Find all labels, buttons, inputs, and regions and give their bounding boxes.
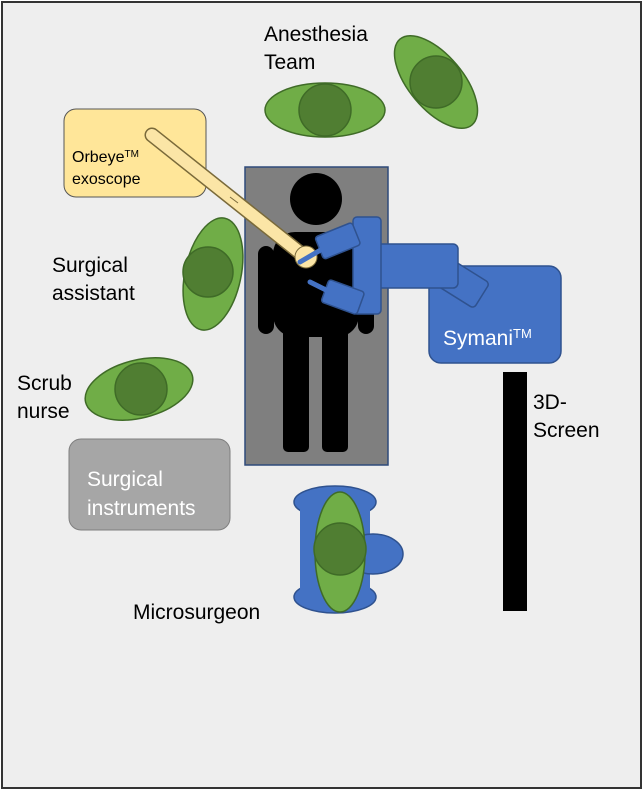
microsurgeon-icon <box>313 491 367 613</box>
anesthesia-team-member-2-icon <box>393 34 479 130</box>
orbeye-exoscope-label-line2: exoscope <box>72 171 141 188</box>
anesthesia-team-member-1-icon <box>264 82 386 138</box>
3d-screen-label-line1: 3D- <box>533 391 567 414</box>
symani-robot-icon <box>297 216 562 364</box>
symani-label: SymaniTM <box>443 326 532 351</box>
surgical-instruments-label-line2: instruments <box>87 497 196 520</box>
microsurgeon-label: Microsurgeon <box>133 601 260 624</box>
3d-screen-label-line2: Screen <box>533 419 600 442</box>
anesthesia-team-label-line2: Team <box>264 51 315 74</box>
surgical-assistant-icon <box>182 217 244 331</box>
scrub-nurse-label-line2: nurse <box>17 400 70 423</box>
surgical-instruments-table <box>68 438 231 531</box>
surgical-assistant-label-line1: Surgical <box>52 254 128 277</box>
scrub-nurse-icon <box>84 357 194 421</box>
orbeye-exoscope-box <box>63 108 207 198</box>
scrub-nurse-label-line1: Scrub <box>17 372 72 395</box>
anesthesia-team-label-line1: Anesthesia <box>264 23 368 46</box>
orbeye-exoscope-label: OrbeyeTM <box>72 149 139 167</box>
surgical-assistant-label-line2: assistant <box>52 282 135 305</box>
surgical-instruments-label-line1: Surgical <box>87 468 163 491</box>
3d-screen-icon <box>503 372 527 611</box>
